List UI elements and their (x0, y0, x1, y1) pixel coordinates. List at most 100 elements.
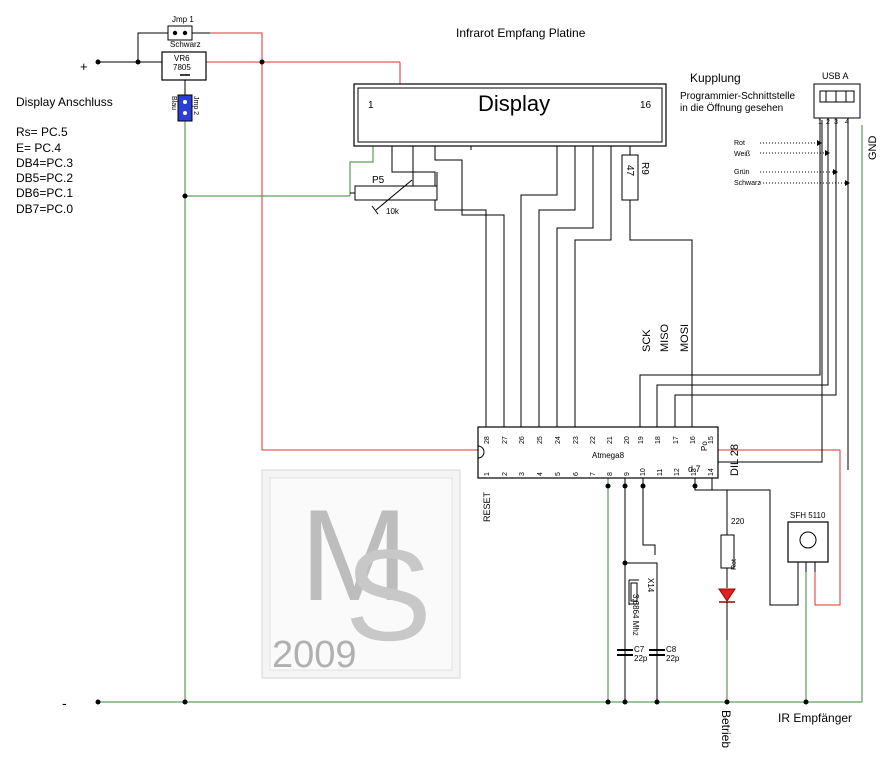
jumper-1: Jmp 1 Schwarz (167, 15, 210, 49)
resistor-r9: 47 R9 (621, 154, 650, 201)
led-resistor-value: 220 (731, 517, 745, 526)
usb-pin: 4 (845, 119, 849, 126)
mcu-bottom-pin: 1 (484, 472, 491, 476)
regulator-name: VR6 (174, 54, 190, 63)
watermark: M S 2009 (261, 469, 461, 679)
mcu-top-pin: 20 (624, 436, 631, 444)
black-wires (98, 32, 849, 702)
mcu-top-pin: 18 (655, 436, 662, 444)
watermark-s: S (345, 522, 432, 668)
mcu-bottom-pin: 7 (590, 472, 597, 476)
display-connection-heading: Display Anschluss (16, 95, 113, 109)
jumper-2: Blau Jmp 2 (170, 94, 199, 122)
pot-name: P5 (372, 175, 385, 186)
watermark-m: M (300, 482, 408, 628)
mcu-top-pin: 21 (607, 436, 614, 444)
coupling: Kupplung Programmier-Schnittstelle in di… (680, 71, 879, 187)
mcu-bottom-pin: 11 (657, 469, 664, 476)
mcu-bottom-pin: 13 (691, 468, 698, 476)
capacitor-c8: C8 22p (649, 645, 680, 663)
mcu-bottom-pin: 2 (502, 472, 509, 476)
mcu-atmega8: Atmega8 Po DIL 28 28 27 26 25 24 23 22 2… (477, 426, 741, 522)
mcu-bottom-pin: 6 (573, 472, 580, 476)
wire-label: Rot (734, 140, 745, 147)
watermark-year: 2009 (272, 634, 357, 676)
capacitor-c7: C7 22p (617, 645, 648, 663)
dc-line: DB7=PC.0 (16, 202, 73, 216)
ir-receiver-name: SFH 5110 (790, 511, 826, 520)
mcu-top-pin: 16 (690, 436, 697, 444)
isp-sck: SCK (641, 329, 653, 352)
jumper-2-name: Jmp 2 (192, 96, 199, 115)
mcu-bottom-pin: 12 (674, 468, 681, 476)
usb-connector-label: USB A (822, 71, 849, 81)
mcu-bottom-pin: 10 (640, 468, 647, 476)
mcu-name: Atmega8 (592, 451, 625, 460)
pot-value: 10k (386, 207, 400, 216)
potentiometer-p5: P5 10k (350, 172, 438, 216)
wire-label: Schwarz (734, 180, 761, 187)
supply-plus: + (80, 59, 88, 74)
regulator: VR6 7805 (161, 51, 207, 81)
usb-pin: 1 (818, 119, 822, 126)
green-wires (98, 119, 863, 703)
wire-label: Weiß (734, 151, 750, 158)
regulator-type: 7805 (173, 63, 191, 72)
wire-label: Grün (734, 169, 750, 176)
display-pin-last: 16 (640, 100, 652, 111)
mcu-top-pin: 15 (708, 436, 715, 444)
jumper-2-color: Blau (170, 96, 177, 110)
led-label: Betrieb (719, 710, 733, 748)
dc-line: DB6=PC.1 (16, 186, 73, 200)
coupling-title: Kupplung (690, 71, 741, 85)
mcu-top-pins: 28 27 26 25 24 23 22 21 20 19 18 17 16 1… (484, 436, 715, 444)
isp-miso: MISO (659, 323, 671, 352)
mcu-bottom-pin: 8 (607, 472, 614, 476)
r9-value: 47 (624, 165, 635, 177)
mcu-bottom-pin: 3 (519, 472, 526, 476)
display-pin-first: 1 (368, 100, 374, 111)
coupling-line1: Programmier-Schnittstelle (680, 91, 795, 102)
gnd-label: GND (867, 136, 879, 161)
crystal-freq: 3,6864 Mhz (631, 594, 640, 636)
mcu-top-pin: 23 (573, 436, 580, 444)
mcu-top-pin: 28 (484, 436, 491, 444)
crystal-name: X14 (646, 578, 655, 593)
mcu-bottom-pin: 4 (537, 472, 544, 476)
mcu-bottom-pins: 1 2 3 4 5 6 7 8 9 10 11 12 13 14 (484, 468, 715, 476)
c7-value: 22p (634, 654, 648, 663)
mcu-top-pin: 24 (555, 436, 562, 444)
display-connection: Display Anschluss Rs= PC.5 E= PC.4 DB4=P… (16, 95, 113, 216)
led: Rot Betrieb (718, 559, 738, 748)
mcu-bottom-pin: 5 (555, 472, 562, 476)
mcu-top-pin: 26 (519, 436, 526, 444)
dc-line: DB4=PC.3 (16, 156, 73, 170)
page-title: Infrarot Empfang Platine (456, 26, 586, 40)
supply-minus: - (62, 695, 67, 711)
led-color: Rot (731, 559, 738, 570)
mcu-bottom-pin: 9 (624, 472, 631, 476)
jumper-1-color: Schwarz (170, 40, 201, 49)
mcu-port: Po (700, 441, 709, 451)
c7-name: C7 (634, 645, 645, 654)
c8-value: 22p (666, 654, 680, 663)
lcd-display: 1 16 Display (353, 83, 667, 147)
r9-name: R9 (639, 162, 650, 175)
mcu-top-pin: 19 (638, 436, 645, 444)
isp-signals: SCK MISO MOSI (641, 323, 691, 352)
ir-receiver: SFH 5110 IR Empfänger (778, 511, 852, 725)
jumper-1-name: Jmp 1 (172, 15, 194, 24)
dc-line: E= PC.4 (16, 141, 61, 155)
red-wires (205, 32, 841, 606)
usb-pin: 2 (826, 119, 830, 126)
mcu-bottom-pin: 14 (708, 468, 715, 476)
coupling-line2: in die Öffnung gesehen (680, 102, 783, 114)
dc-line: DB5=PC.2 (16, 171, 73, 185)
mcu-d7: d.7 (688, 464, 701, 474)
display-label: Display (478, 91, 550, 116)
crystal-x14: X14 3,6864 Mhz (629, 578, 655, 636)
dc-line: Rs= PC.5 (16, 125, 68, 139)
ir-receiver-label: IR Empfänger (778, 711, 852, 725)
mcu-top-pin: 25 (537, 436, 544, 444)
